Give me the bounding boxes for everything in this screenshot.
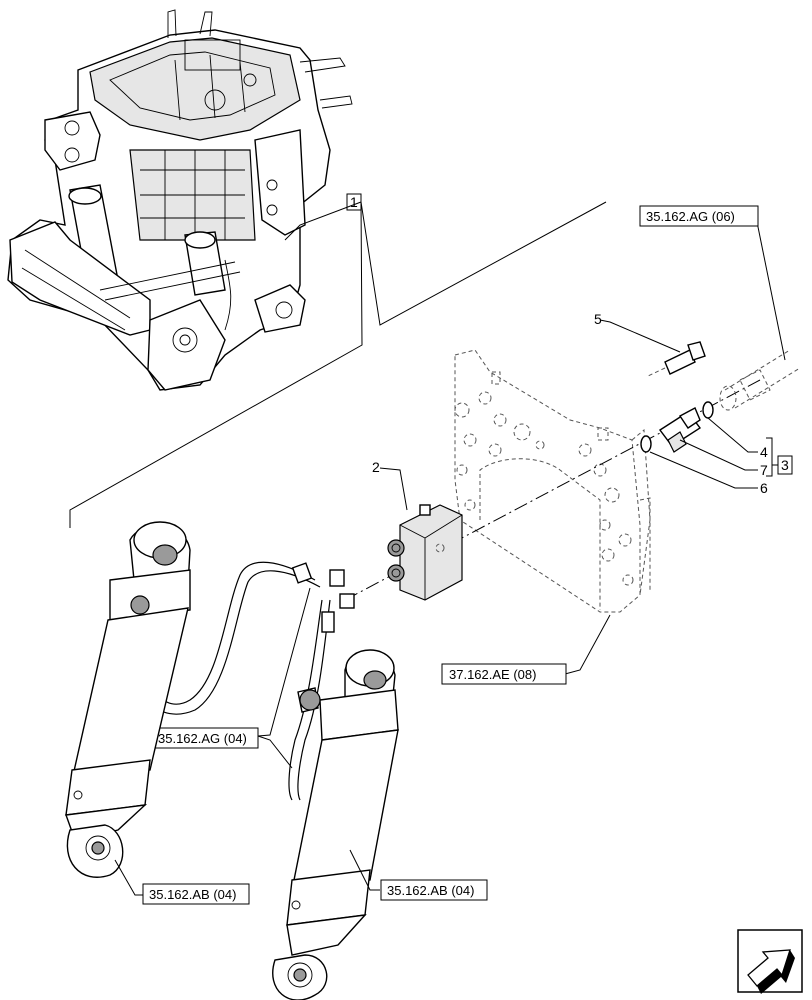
reference-bracket-plate[interactable]: 37.162.AE (08): [441, 663, 567, 685]
item-number-3: 3: [781, 457, 789, 473]
next-page-arrow-icon[interactable]: [737, 929, 803, 994]
bolt-item-5-illustration: [647, 341, 706, 377]
valve-block-illustration: [387, 504, 463, 601]
reference-label-right-cylinder: 35.162.AB (04): [387, 883, 474, 898]
item-number-4: 4: [760, 444, 768, 460]
reference-label-hose-assembly: 35.162.AG (04): [158, 731, 247, 746]
pressure-hose-illustration: [719, 349, 801, 411]
tractor-overview-illustration: [7, 9, 353, 391]
item-number-6: 6: [760, 480, 768, 496]
reference-left-cylinder[interactable]: 35.162.AB (04): [142, 883, 250, 905]
callout-item-3[interactable]: 3: [777, 455, 793, 475]
reference-label-left-cylinder: 35.162.AB (04): [149, 887, 236, 902]
reference-label-bracket-plate: 37.162.AE (08): [449, 667, 536, 682]
reference-pressure-hose[interactable]: 35.162.AG (06): [639, 205, 759, 227]
item-number-7: 7: [760, 462, 768, 478]
item-number-2: 2: [372, 459, 380, 475]
reference-label-pressure-hose: 35.162.AG (06): [646, 209, 735, 224]
reference-right-cylinder[interactable]: 35.162.AB (04): [380, 879, 488, 901]
item-number-5: 5: [594, 311, 602, 327]
item-number-1: 1: [350, 194, 358, 210]
coupler-fitting-illustration: [640, 401, 714, 453]
callout-item-1[interactable]: 1: [346, 193, 362, 211]
right-lift-cylinder-illustration: [272, 649, 399, 1000]
bracket-plate-illustration: [454, 349, 651, 613]
reference-hose-assembly[interactable]: 35.162.AG (04): [151, 727, 259, 749]
left-lift-cylinder-illustration: [65, 521, 191, 878]
